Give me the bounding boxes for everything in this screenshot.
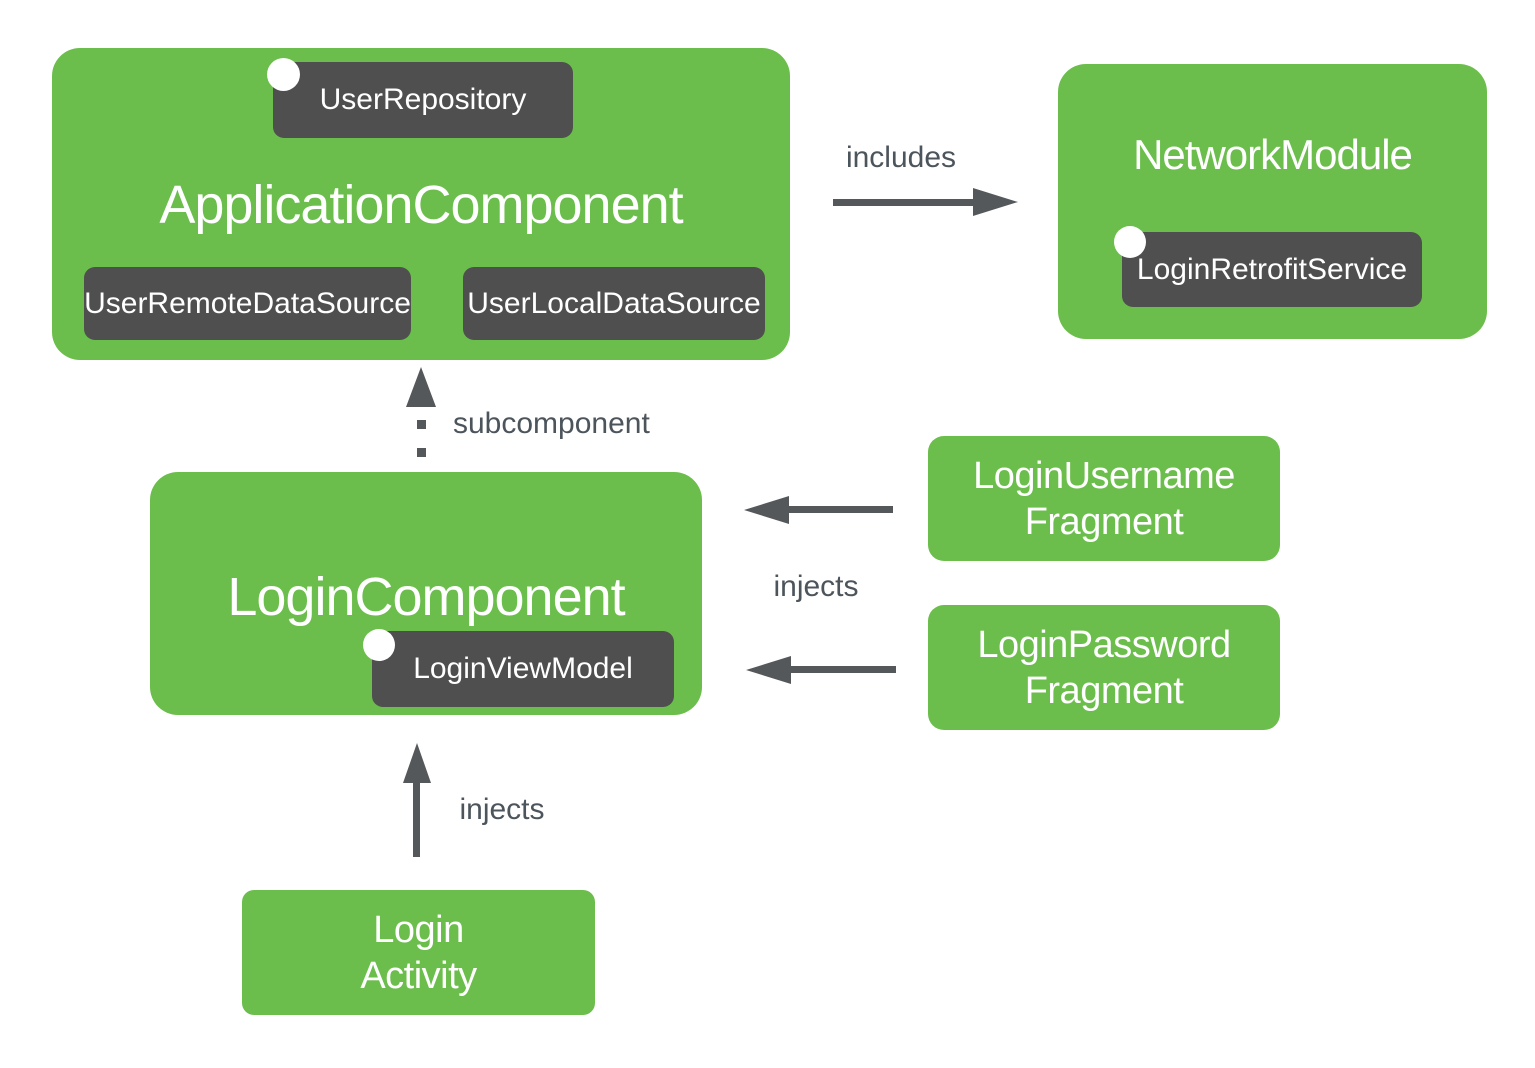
injects-arrowhead-icon	[746, 656, 791, 684]
login-username-fragment-label: LoginUsername Fragment	[928, 436, 1280, 561]
login-activity-label: Login Activity	[242, 890, 595, 1015]
user-remote-data-source-label: UserRemoteDataSource	[84, 286, 411, 320]
subcomponent-arrowhead-icon	[406, 367, 436, 407]
login-component-title: LoginComponent	[227, 567, 625, 627]
login-password-fragment-label: LoginPassword Fragment	[928, 605, 1280, 730]
login-username-fragment-line1: LoginUsername	[973, 454, 1235, 497]
provision-dot-icon	[363, 629, 395, 661]
login-password-fragment-line2: Fragment	[1024, 669, 1184, 712]
user-repository-label: UserRepository	[319, 83, 527, 116]
injects-fragments-edge-label: injects	[773, 570, 859, 603]
injects-activity-edge-label: injects	[459, 793, 545, 826]
login-password-fragment-line1: LoginPassword	[977, 623, 1231, 666]
login-activity-line1: Login	[373, 908, 464, 951]
login-retrofit-service-badge: LoginRetrofitService	[1122, 232, 1422, 307]
injects-arrow-line	[788, 666, 896, 673]
application-component-title: ApplicationComponent	[159, 175, 683, 235]
injects-arrowhead-icon	[744, 496, 789, 524]
user-repository-badge: UserRepository	[273, 62, 573, 138]
user-local-data-source-badge: UserLocalDataSource	[463, 267, 765, 340]
login-activity-node	[242, 890, 595, 1015]
injects-arrow-line	[413, 781, 420, 857]
network-module-title: NetworkModule	[1133, 131, 1413, 178]
user-remote-data-source-badge: UserRemoteDataSource	[84, 267, 411, 340]
login-retrofit-service-label: LoginRetrofitService	[1136, 252, 1408, 286]
includes-arrowhead-icon	[973, 188, 1018, 216]
user-local-data-source-label: UserLocalDataSource	[467, 286, 761, 320]
subcomponent-arrow-dash	[417, 420, 426, 429]
subcomponent-edge-label: subcomponent	[453, 407, 650, 440]
subcomponent-arrow-dash	[417, 448, 426, 457]
injects-arrowhead-icon	[403, 743, 431, 783]
includes-edge-label: includes	[845, 141, 957, 174]
login-view-model-label: LoginViewModel	[413, 652, 633, 685]
login-username-fragment-node	[928, 436, 1280, 561]
login-password-fragment-node	[928, 605, 1280, 730]
includes-arrow-line	[833, 199, 974, 206]
injects-arrow-line	[786, 506, 893, 513]
login-username-fragment-line2: Fragment	[1024, 500, 1184, 543]
provision-dot-icon	[267, 58, 300, 91]
login-view-model-badge: LoginViewModel	[372, 631, 674, 707]
login-activity-line2: Activity	[360, 954, 477, 997]
provision-dot-icon	[1114, 226, 1146, 258]
